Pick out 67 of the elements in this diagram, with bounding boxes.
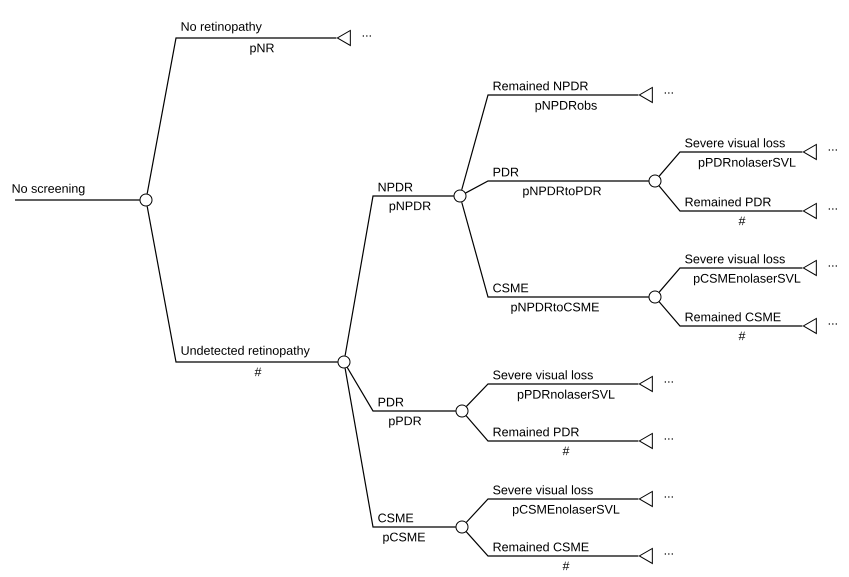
branch-line bbox=[461, 94, 638, 190]
probability-label: pNPDRtoCSME bbox=[511, 302, 599, 314]
probability-label: pPDR bbox=[389, 416, 422, 428]
probability-label: # bbox=[562, 562, 570, 570]
ellipsis: ... bbox=[664, 438, 673, 440]
branch-line bbox=[466, 498, 638, 523]
edge-label: Severe visual loss bbox=[492, 369, 594, 380]
branch-line bbox=[466, 531, 638, 557]
edge-label: PDR bbox=[376, 396, 405, 408]
chance-node bbox=[454, 189, 466, 202]
chance-node bbox=[456, 520, 468, 534]
probability-label: pNPDR bbox=[390, 202, 431, 213]
probability-label: pCSMEnolaserSVL bbox=[512, 504, 620, 516]
probability-label: # bbox=[562, 446, 570, 456]
edge-label: CSME bbox=[376, 512, 415, 524]
edge-label: Severe visual loss bbox=[684, 137, 786, 148]
edge-label: Severe visual loss bbox=[492, 484, 594, 496]
edge-label: Severe visual loss bbox=[684, 253, 786, 264]
edge-label: NPDR bbox=[376, 182, 414, 192]
branch-line bbox=[466, 416, 638, 442]
probability-label: pNPDRobs bbox=[536, 100, 597, 112]
branch-line bbox=[658, 151, 802, 176]
chance-node bbox=[338, 355, 350, 368]
edge-label: Remained NPDR bbox=[492, 80, 590, 92]
ellipsis: ... bbox=[664, 553, 673, 555]
chance-node bbox=[648, 290, 662, 304]
edge-label: Remained CSME bbox=[492, 541, 590, 552]
edge-label: Undetected retinopathy bbox=[180, 344, 311, 358]
edge-label: No screening bbox=[10, 182, 86, 196]
probability-label: pNR bbox=[250, 44, 274, 55]
ellipsis: ... bbox=[828, 323, 837, 325]
edge-label: Remained PDR bbox=[684, 196, 772, 208]
ellipsis: ... bbox=[828, 208, 837, 210]
ellipsis: ... bbox=[362, 35, 371, 37]
branch-line bbox=[146, 37, 336, 194]
chance-node bbox=[648, 174, 662, 188]
ellipsis: ... bbox=[664, 496, 673, 498]
branch-line bbox=[146, 206, 338, 363]
branch-line bbox=[658, 302, 802, 327]
edge-label: CSME bbox=[492, 282, 530, 294]
branch-line bbox=[658, 267, 802, 292]
ellipsis: ... bbox=[664, 92, 673, 94]
probability-label: # bbox=[738, 332, 746, 340]
ellipsis: ... bbox=[828, 149, 837, 151]
edge-label: Remained CSME bbox=[684, 311, 782, 322]
probability-label: # bbox=[738, 216, 746, 226]
branch-line bbox=[461, 202, 648, 298]
probability-label: pPDRnolaserSVL bbox=[518, 390, 615, 402]
ellipsis: ... bbox=[828, 265, 837, 267]
branch-line bbox=[346, 367, 456, 412]
probability-label: pPDRnolaserSVL bbox=[698, 158, 796, 170]
branch-line bbox=[465, 180, 648, 194]
branch-line bbox=[344, 368, 456, 528]
probability-label: # bbox=[254, 368, 262, 376]
ellipsis: ... bbox=[664, 381, 673, 383]
probability-label: pNPDRtoPDR bbox=[523, 186, 601, 198]
probability-label: pCSME bbox=[383, 532, 425, 544]
edge-label: No retinopathy bbox=[180, 20, 263, 34]
edge-label: Remained PDR bbox=[492, 426, 580, 438]
branch-line bbox=[658, 186, 802, 212]
chance-node bbox=[456, 404, 468, 418]
branch-line bbox=[344, 195, 454, 356]
branch-line bbox=[466, 383, 638, 407]
chance-node bbox=[140, 193, 152, 206]
probability-label: pCSMEnolaserSVL bbox=[694, 274, 800, 286]
branch-line bbox=[15, 199, 140, 201]
edge-label: PDR bbox=[492, 166, 520, 178]
